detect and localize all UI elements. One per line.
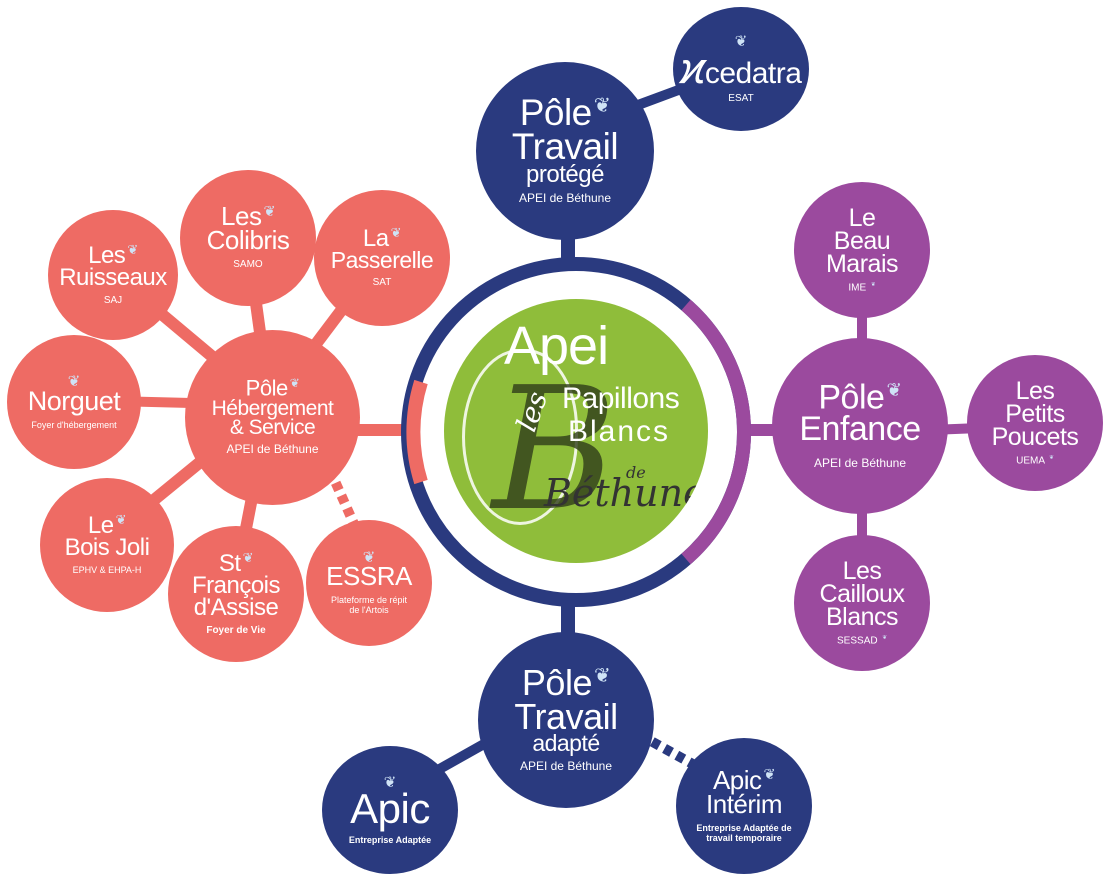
- butterfly-icon: ❦: [67, 372, 81, 390]
- node-title-2: Beau: [833, 226, 891, 255]
- butterfly-icon: ❦: [289, 376, 300, 390]
- logo-title: Apei: [504, 316, 609, 376]
- butterfly-icon: ❦: [263, 203, 275, 220]
- butterfly-icon: ❦: [1049, 454, 1054, 461]
- butterfly-icon: ❦: [390, 225, 402, 241]
- node-subtitle: Foyer de Vie: [206, 624, 266, 636]
- node-subtitle: EPHV & EHPA-H: [72, 565, 142, 576]
- node-subtitle: APEI de Béthune: [226, 442, 319, 457]
- node-title-1: Pôle: [521, 662, 593, 704]
- node-title-1: Apic: [350, 785, 430, 833]
- node-subtitle: SAJ: [103, 294, 123, 306]
- node-title-1: ESSRA: [326, 561, 412, 592]
- butterfly-icon: ❦: [242, 549, 254, 565]
- node-subtitle: APEI de Béthune: [813, 456, 907, 471]
- cedatra-swoosh-icon: ϰ: [680, 43, 706, 93]
- node-title-2: Petits: [1005, 399, 1065, 428]
- link-hebergement-essra: [325, 467, 375, 563]
- node-title-2: Colibris: [206, 225, 290, 256]
- butterfly-icon: ❦: [734, 32, 748, 50]
- butterfly-wing-shape: [462, 349, 578, 525]
- pole-travail-adapte[interactable]: Pôle❦ Travail adapté APEI de Béthune: [478, 632, 654, 808]
- node-title-1: Les: [88, 241, 126, 269]
- node-title-1: Le: [848, 203, 876, 232]
- node-subtitle: SAT: [372, 277, 392, 289]
- les-colibris[interactable]: Les❦ Colibris SAMO: [180, 170, 316, 306]
- node-title-1: Pôle: [818, 378, 885, 417]
- node-subtitle: IME: [848, 281, 867, 293]
- node-title-1: Pôle: [519, 92, 593, 134]
- butterfly-icon: ❦: [383, 774, 397, 792]
- node-title-3: Poucets: [991, 422, 1079, 451]
- node-title-1: Les: [842, 556, 882, 585]
- node-title-2: Travail: [511, 126, 619, 168]
- node-title-2: Ruisseaux: [59, 263, 167, 291]
- node-title-2: Intérim: [706, 788, 782, 819]
- node-title-2: Bois Joli: [64, 534, 150, 562]
- node-title-1: Le: [87, 512, 114, 540]
- node-title-2: Travail: [514, 695, 618, 737]
- node-title-1: Les: [221, 201, 262, 232]
- essra[interactable]: ❦ ESSRA Plateforme de répit de l'Artois: [306, 520, 432, 646]
- la-passerelle[interactable]: La❦ Passerelle SAT: [314, 190, 450, 326]
- les-petits-poucets[interactable]: Les Petits Poucets UEMA ❦: [967, 355, 1103, 491]
- node-title-1: cedatra: [704, 56, 802, 90]
- node-title-3: Marais: [825, 249, 899, 278]
- node-title-3: Blancs: [825, 602, 899, 631]
- butterfly-icon: ❦: [115, 512, 127, 528]
- node-title-3: & Service: [229, 415, 316, 439]
- logo-de: de: [626, 463, 646, 482]
- node-title-3: adapté: [532, 729, 600, 756]
- butterfly-icon: ❦: [127, 241, 138, 257]
- le-beau-marais[interactable]: Le Beau Marais IME ❦: [794, 182, 930, 318]
- node-subtitle: APEI de Béthune: [518, 191, 612, 206]
- node-title-1: Les: [1015, 376, 1055, 405]
- apic[interactable]: ❦ Apic Entreprise Adaptée: [322, 746, 458, 874]
- apic-interim[interactable]: Apic❦ Intérim Entreprise Adaptée de trav…: [676, 738, 812, 874]
- les-cailloux-blancs[interactable]: Les Cailloux Blancs SESSAD ❦: [794, 535, 930, 671]
- node-title-1: Pôle: [245, 375, 289, 401]
- les-ruisseaux[interactable]: Les❦ Ruisseaux SAJ: [48, 210, 178, 340]
- norguet[interactable]: ❦ Norguet Foyer d'hébergement: [7, 335, 141, 469]
- node-subtitle: Plateforme de répit de l'Artois: [330, 595, 408, 616]
- node-title-1: Norguet: [27, 385, 121, 416]
- node-title-1: Apic: [712, 764, 762, 795]
- butterfly-icon: ❦: [593, 94, 611, 117]
- node-subtitle: SESSAD: [837, 634, 878, 646]
- logo-letter-b: B: [492, 351, 617, 549]
- node-title-2: Hébergement: [211, 396, 334, 420]
- node-subtitle: Entreprise Adaptée: [348, 834, 432, 845]
- node-title-2: François: [191, 571, 281, 599]
- logo-bethune: Béthune: [544, 471, 706, 515]
- apei-logo: B Apei les Papillons Blancs de Béthune: [444, 299, 708, 563]
- butterfly-icon: ❦: [763, 767, 776, 784]
- st-francois-d-assise[interactable]: St❦ François d'Assise Foyer de Vie: [168, 526, 304, 662]
- node-title-2: Enfance: [799, 409, 921, 448]
- node-title-1: St: [218, 549, 241, 577]
- node-subtitle: Entreprise Adaptée de travail temporaire: [696, 822, 792, 843]
- node-title-3: d'Assise: [193, 593, 279, 621]
- node-title-2: Passerelle: [330, 247, 434, 274]
- logo-blancs: Blancs: [568, 415, 671, 448]
- pole-enfance[interactable]: Pôle❦ Enfance APEI de Béthune: [772, 338, 948, 514]
- node-subtitle: SAMO: [233, 259, 263, 271]
- node-title-2: Cailloux: [819, 579, 905, 608]
- node-subtitle: ESAT: [728, 92, 754, 104]
- logo-papillons: Papillons: [562, 382, 680, 415]
- node-subtitle: UEMA: [1016, 454, 1045, 466]
- node-subtitle: Foyer d'hébergement: [31, 419, 117, 430]
- le-bois-joli[interactable]: Le❦ Bois Joli EPHV & EHPA-H: [40, 478, 174, 612]
- cedatra[interactable]: ❦ ϰcedatra ESAT: [673, 7, 809, 131]
- pole-hebergement-service[interactable]: Pôle❦ Hébergement & Service APEI de Béth…: [185, 330, 360, 505]
- node-title-1: La: [362, 225, 389, 253]
- pole-travail-protege[interactable]: Pôle❦ Travail protégé APEI de Béthune: [476, 62, 654, 240]
- butterfly-icon: ❦: [886, 379, 902, 401]
- node-subtitle: APEI de Béthune: [519, 758, 613, 773]
- node-title-3: protégé: [526, 161, 604, 189]
- butterfly-icon: ❦: [870, 281, 876, 288]
- butterfly-icon: ❦: [593, 665, 611, 688]
- butterfly-icon: ❦: [362, 549, 376, 567]
- butterfly-icon: ❦: [882, 634, 887, 641]
